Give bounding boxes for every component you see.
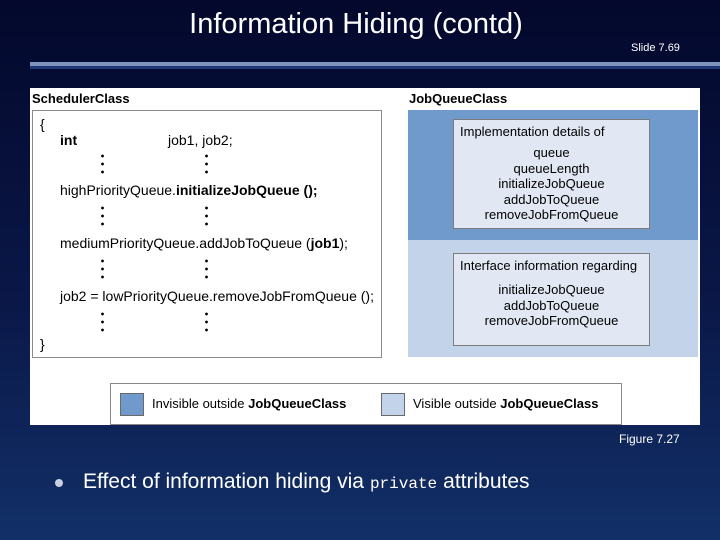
ellipsis-dots <box>101 152 104 178</box>
code-line-add: mediumPriorityQueue.addJobToQueue (job1)… <box>60 235 348 251</box>
ellipsis-dots <box>101 204 104 230</box>
list-item: queue <box>533 145 570 160</box>
code-line-initialize: highPriorityQueue.initializeJobQueue (); <box>60 182 318 198</box>
slide-number: Slide 7.69 <box>631 42 680 54</box>
ellipsis-dots <box>205 152 208 178</box>
ellipsis-dots <box>205 310 208 336</box>
interface-heading: Interface information regarding <box>460 258 638 273</box>
ellipsis-dots <box>205 204 208 230</box>
implementation-details-box: Implementation details of queue queueLen… <box>453 119 650 229</box>
implementation-list: queue queueLength initializeJobQueue add… <box>454 145 649 223</box>
visible-swatch <box>381 393 405 416</box>
decl-vars: job1, job2; <box>168 132 233 148</box>
scheduler-class-box: { int job1, job2; highPriorityQueue.init… <box>32 110 382 358</box>
decl-keyword: int <box>60 132 78 148</box>
open-brace: { <box>40 116 45 132</box>
invisible-legend-label: Invisible outside JobQueueClass <box>152 396 347 411</box>
legend: Invisible outside JobQueueClass Visible … <box>110 383 622 425</box>
invisible-swatch <box>120 393 144 416</box>
list-item: addJobToQueue <box>503 297 600 313</box>
jobqueue-class-title: JobQueueClass <box>409 91 508 106</box>
jobqueue-hidden-region: Implementation details of queue queueLen… <box>408 110 698 240</box>
visible-legend-label: Visible outside JobQueueClass <box>413 396 599 411</box>
figure-caption: Figure 7.27 <box>619 432 680 446</box>
close-brace: } <box>40 336 45 352</box>
list-item: queueLength <box>513 160 590 176</box>
title-divider-dark <box>30 66 720 69</box>
interface-info-box: Interface information regarding initiali… <box>453 253 650 346</box>
implementation-heading: Implementation details of <box>460 124 605 139</box>
scheduler-class-title: SchedulerClass <box>32 91 130 106</box>
list-item: removeJobFromQueue <box>484 313 619 328</box>
jobqueue-visible-region: Interface information regarding initiali… <box>408 240 698 357</box>
title-divider-light <box>30 62 720 66</box>
slide-title: Information Hiding (contd) <box>189 8 523 40</box>
list-item: addJobToQueue <box>503 191 600 207</box>
ellipsis-dots <box>101 257 104 283</box>
bullet-icon <box>55 479 63 487</box>
list-item: initializeJobQueue <box>498 282 605 297</box>
interface-list: initializeJobQueue addJobToQueue removeJ… <box>454 282 649 329</box>
list-item: initializeJobQueue <box>498 176 605 191</box>
code-keyword: private <box>369 475 438 493</box>
ellipsis-dots <box>205 257 208 283</box>
ellipsis-dots <box>101 310 104 336</box>
list-item: removeJobFromQueue <box>484 207 619 222</box>
code-line-remove: job2 = lowPriorityQueue.removeJobFromQue… <box>60 288 374 304</box>
figure-panel: SchedulerClass { int job1, job2; highPri… <box>30 88 700 425</box>
